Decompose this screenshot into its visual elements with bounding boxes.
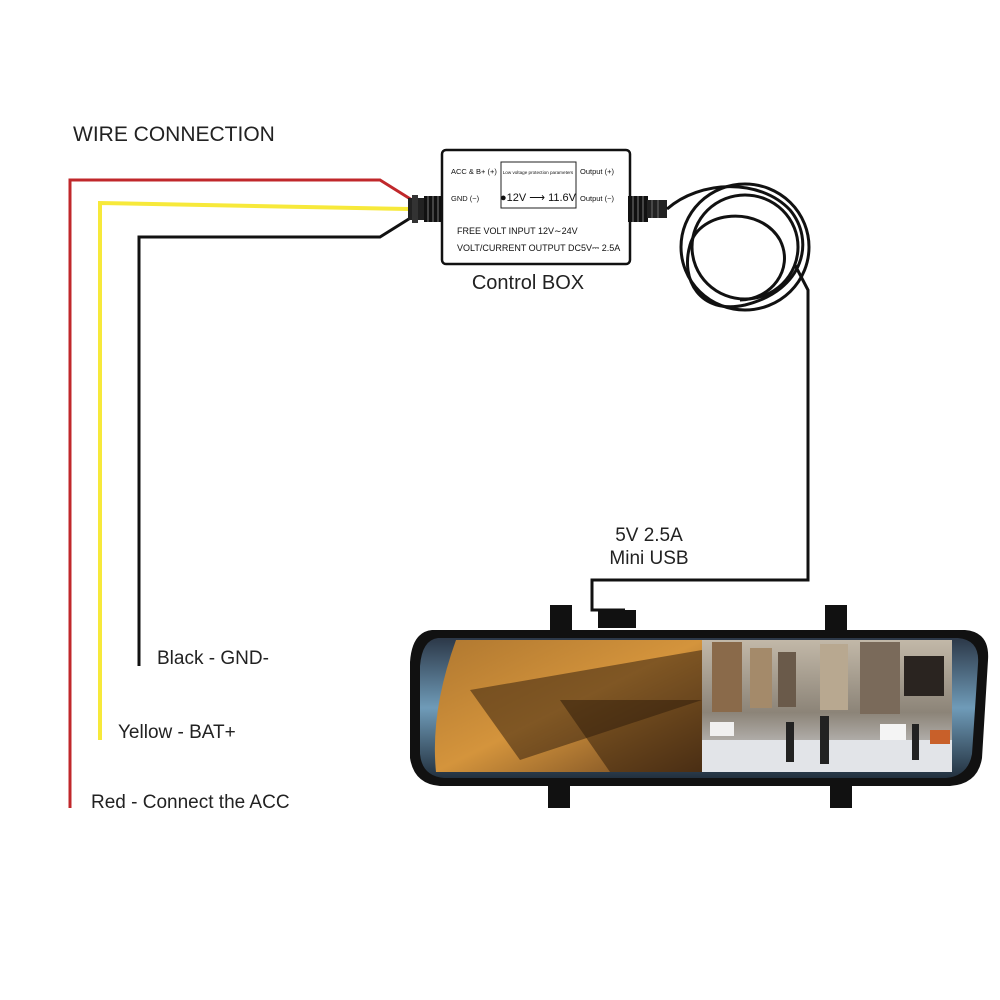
volt-current-output-label: VOLT/CURRENT OUTPUT DC5V⎓ 2.5A: [457, 243, 620, 253]
input-plus-label: ACC & B+ (+): [451, 167, 497, 176]
input-connector: [408, 195, 444, 223]
usb-connector-label: Mini USB: [609, 548, 688, 569]
yellow-wire-label: Yellow - BAT+: [118, 722, 236, 743]
control-box-label: Control BOX: [472, 272, 584, 294]
red-wire: [68, 178, 413, 808]
input-gnd-label: GND (−): [451, 194, 480, 203]
output-plus-label: Output (+): [580, 167, 614, 176]
red-wire-label: Red - Connect the ACC: [91, 792, 290, 813]
coiled-cable: [590, 182, 811, 612]
protection-values: ●12V ⟶ 11.6V: [500, 192, 577, 204]
diagram-title: WIRE CONNECTION: [73, 123, 275, 146]
mirror-dashcam: [410, 605, 989, 808]
black-wire-label: Black - GND-: [157, 648, 269, 669]
protection-caption: Low voltage protection parameters: [503, 170, 574, 175]
free-volt-input-label: FREE VOLT INPUT 12V∼24V: [457, 226, 578, 236]
mirror-screen: [434, 640, 952, 772]
usb-power-label: 5V 2.5A: [615, 525, 683, 546]
output-connector: [628, 196, 667, 222]
output-minus-label: Output (−): [580, 194, 614, 203]
black-wire: [137, 215, 413, 666]
yellow-wire: [98, 200, 411, 740]
control-box: ACC & B+ (+) GND (−) Low voltage protect…: [440, 148, 632, 266]
